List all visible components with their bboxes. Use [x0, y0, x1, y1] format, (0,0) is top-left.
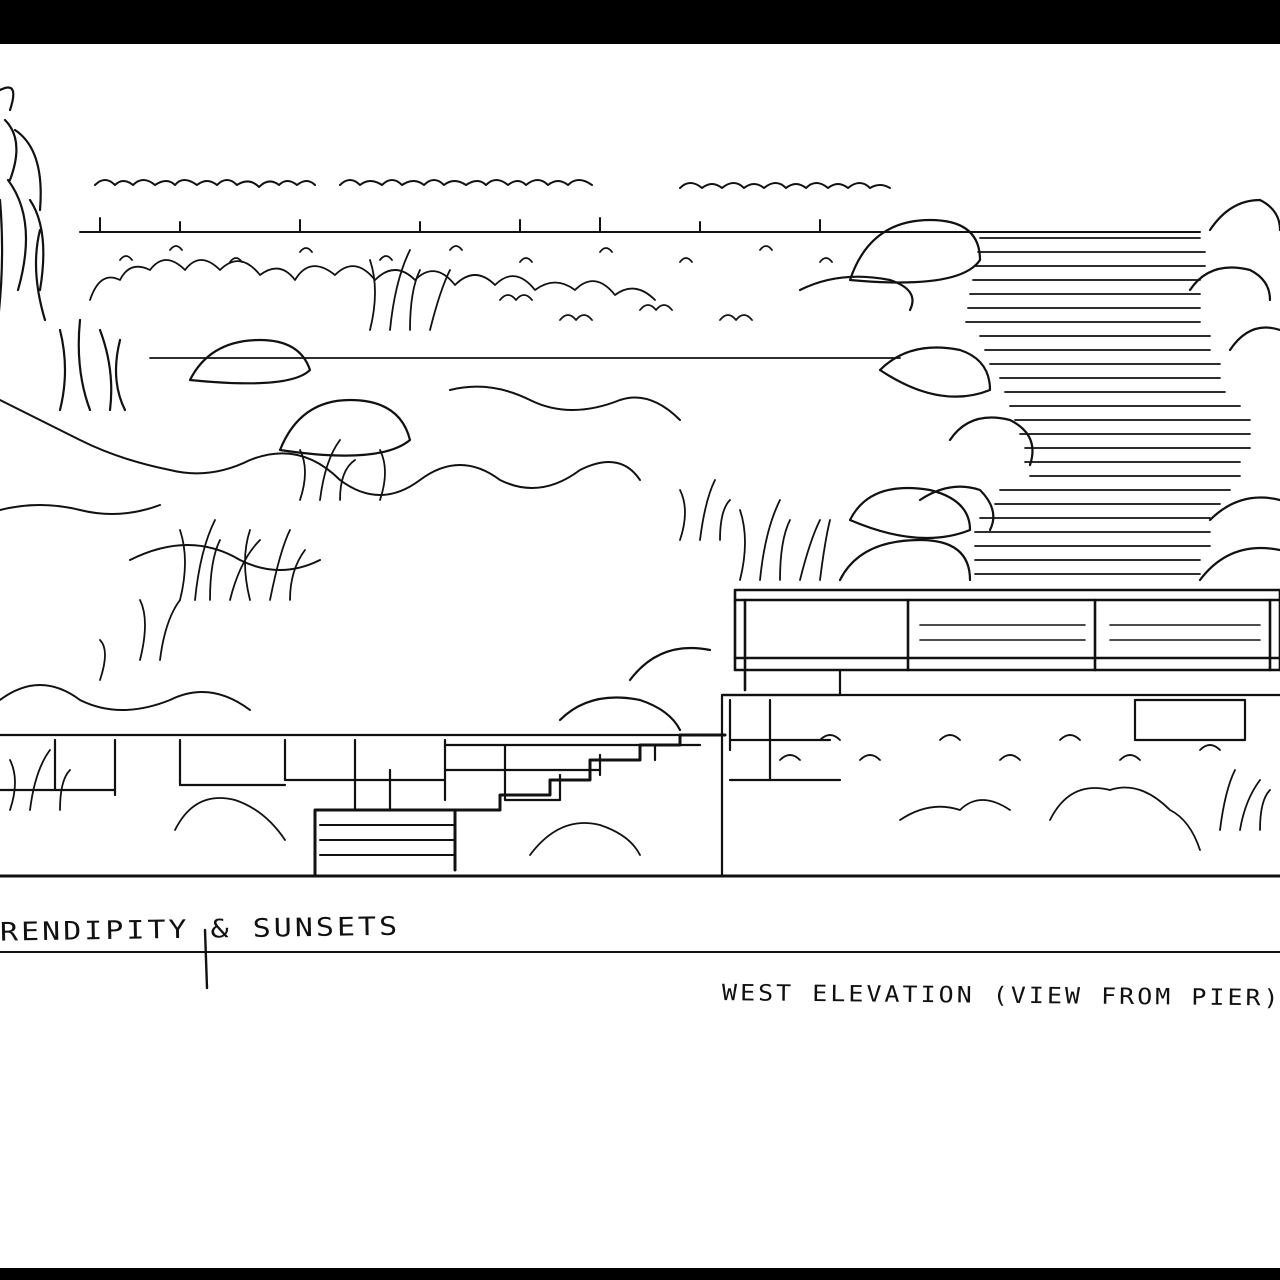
- drawing-frame-lines: [0, 874, 1280, 990]
- hillside-contours: [0, 385, 681, 711]
- stone-retaining-wall: [0, 668, 1280, 877]
- upper-hedge: [89, 245, 901, 359]
- stair-flight: [965, 237, 1251, 575]
- left-tall-grasses: [0, 86, 127, 412]
- lower-shrubs: [9, 734, 1271, 856]
- drawing-caption: WEST ELEVATION (VIEW FROM PIER): [721, 979, 1280, 1011]
- distant-treeline: [79, 179, 1201, 233]
- grass-tufts: [99, 249, 831, 681]
- deck-railing: [733, 588, 1280, 692]
- top-black-band: [0, 0, 1280, 44]
- drawing-title: RENDIPITY & SUNSETS: [0, 911, 401, 948]
- stone-steps: [313, 733, 727, 877]
- bottom-black-band: [0, 1268, 1280, 1280]
